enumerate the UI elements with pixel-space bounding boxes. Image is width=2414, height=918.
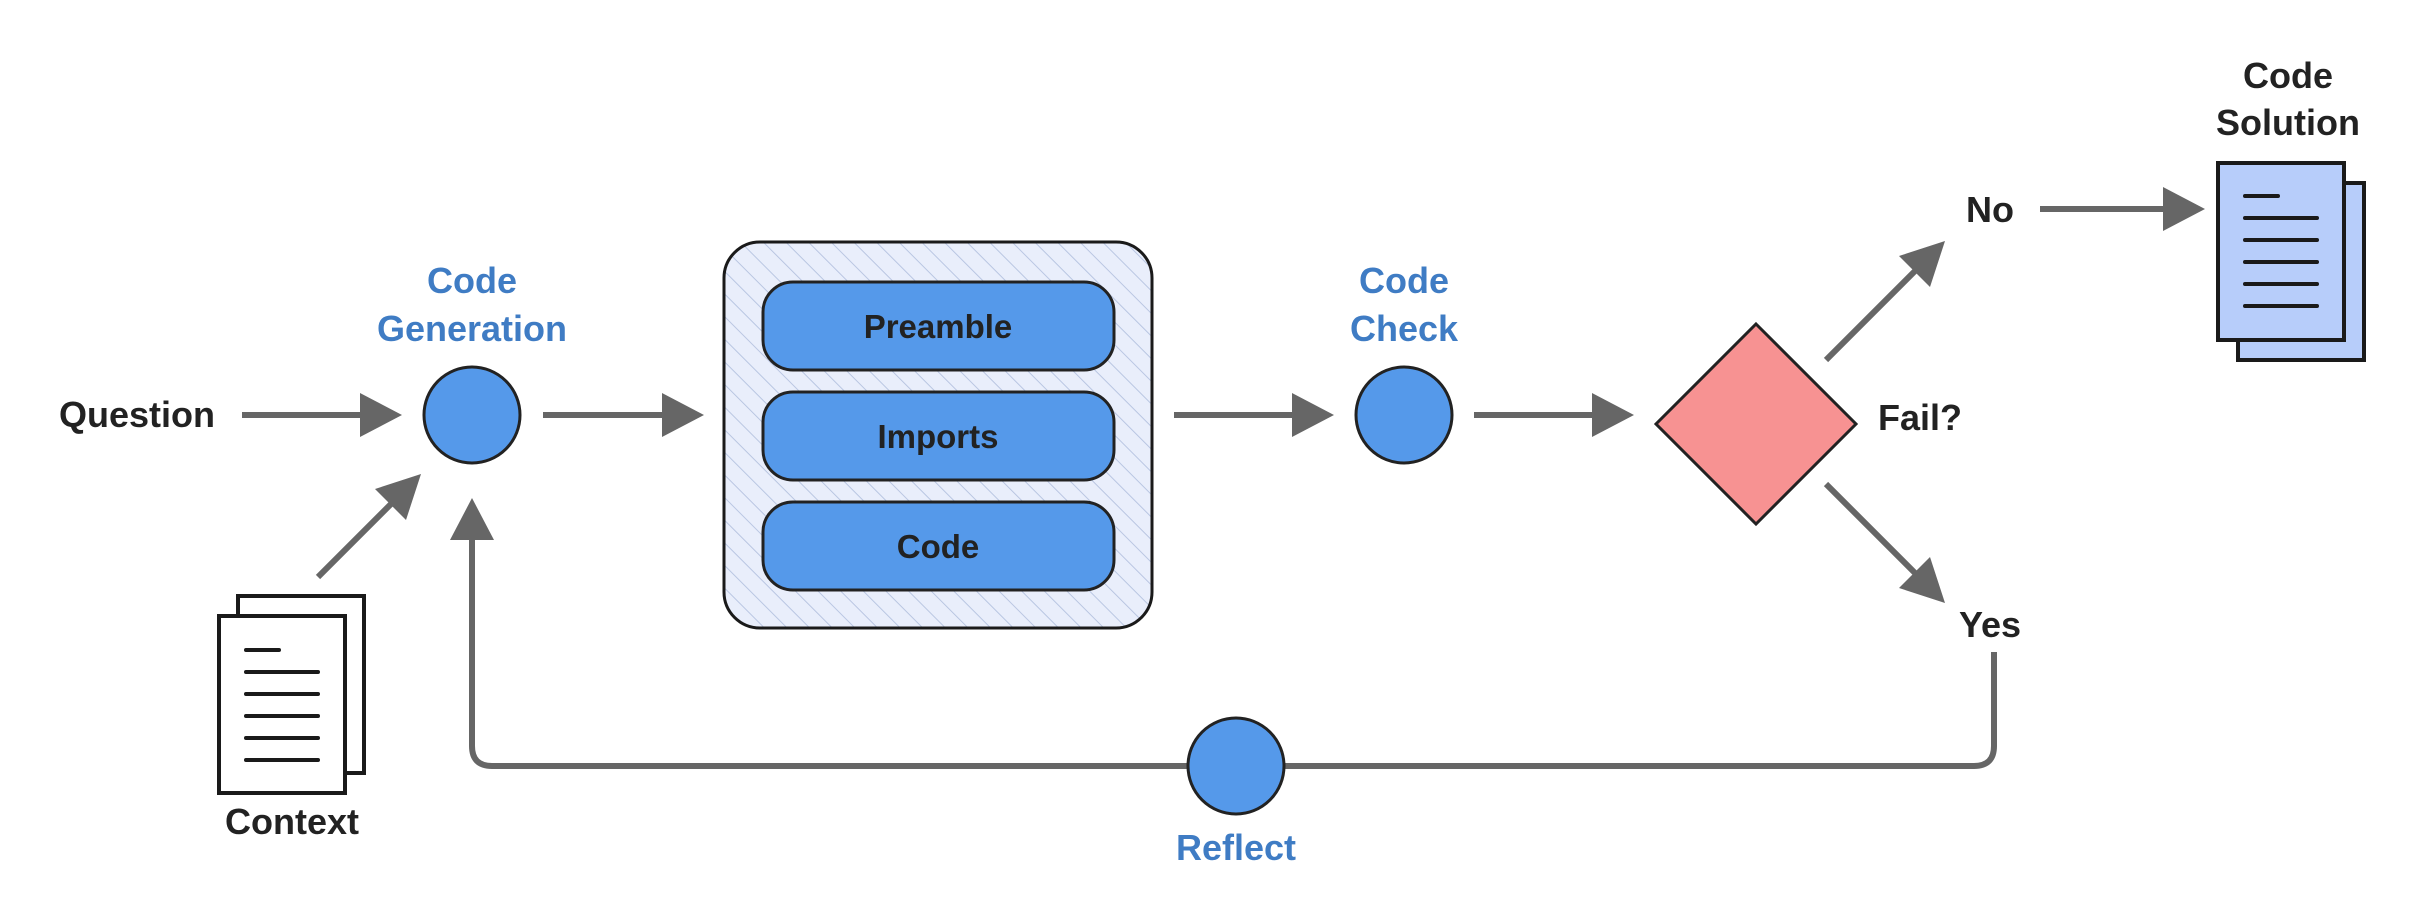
arrow-check-to-decision — [1474, 393, 1634, 437]
context-label: Context — [225, 801, 359, 842]
preamble-label: Preamble — [864, 308, 1013, 345]
code-solution-label-line2: Solution — [2216, 102, 2360, 143]
arrow-code-box-to-check — [1174, 393, 1334, 437]
question-label: Question — [59, 394, 215, 435]
fail-label: Fail? — [1878, 397, 1962, 438]
imports-pill[interactable] — [761, 390, 1116, 482]
code-check-label-line1: Code — [1359, 260, 1449, 301]
code-solution-label-line1: Code — [2243, 55, 2333, 96]
code-generation-label-line1: Code — [427, 260, 517, 301]
preamble-pill[interactable] — [761, 280, 1116, 372]
code-generation-label-line2: Generation — [377, 308, 567, 349]
reflect-node[interactable] — [1186, 716, 1286, 816]
context-document-icon — [217, 594, 366, 795]
arrow-decision-to-yes — [1823, 481, 1945, 603]
arrow-generation-to-code-box — [543, 393, 704, 437]
arrow-context-to-generation — [315, 474, 421, 580]
code-pill[interactable] — [761, 500, 1116, 592]
no-label: No — [1966, 189, 2014, 230]
code-generation-node[interactable] — [422, 365, 522, 465]
code-check-label-line2: Check — [1350, 308, 1459, 349]
arrow-decision-to-no — [1823, 241, 1945, 363]
arrow-question-to-generation — [242, 393, 402, 437]
code-label: Code — [897, 528, 980, 565]
yes-label: Yes — [1959, 604, 2021, 645]
imports-label: Imports — [877, 418, 998, 455]
fail-decision-diamond[interactable] — [1653, 321, 1859, 527]
reflect-label: Reflect — [1176, 827, 1296, 868]
arrow-no-to-solution — [2040, 187, 2205, 231]
code-check-node[interactable] — [1354, 365, 1454, 465]
code-solution-document-icon — [2216, 161, 2366, 362]
